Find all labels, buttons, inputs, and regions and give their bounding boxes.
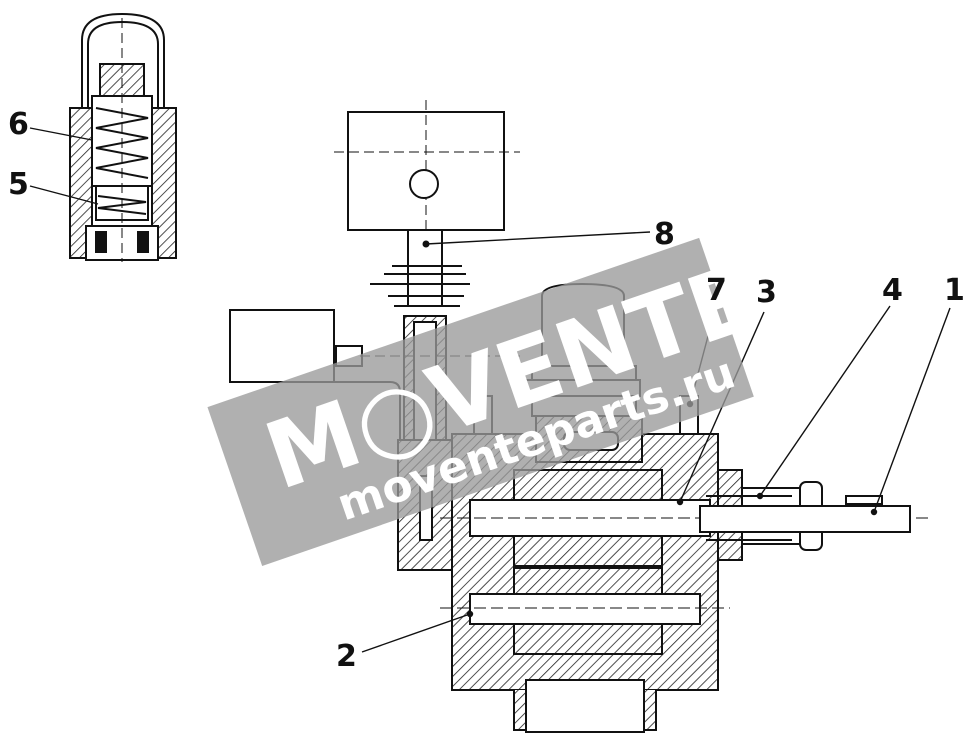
callout-8: 8: [654, 217, 675, 252]
valve-inset-detail: [29, 12, 177, 262]
callout-3: 3: [756, 275, 777, 310]
callout-5: 5: [8, 167, 29, 202]
callout-1: 1: [944, 273, 965, 308]
drive-shaft: [699, 469, 911, 561]
callout-2: 2: [336, 639, 357, 674]
callout-6: 6: [8, 107, 29, 142]
pump-body: [440, 415, 930, 733]
watermark-band: [207, 237, 754, 566]
callout-7: 7: [706, 273, 727, 308]
callout-4: 4: [882, 273, 903, 308]
solenoid-actuator: [334, 100, 651, 307]
